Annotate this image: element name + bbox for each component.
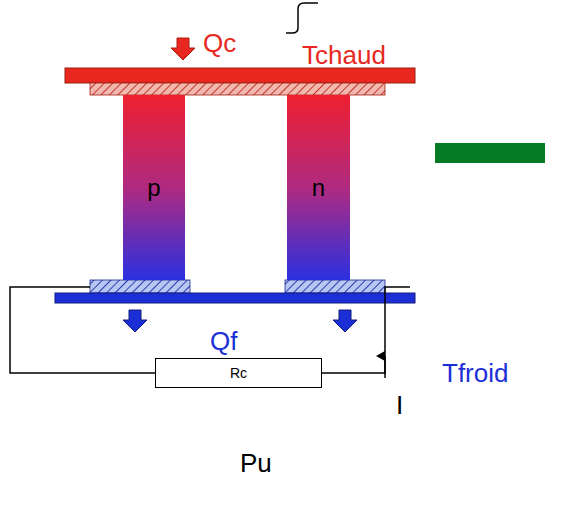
hot-plate [65,68,415,83]
wire [10,287,155,373]
heat-arrow [123,310,147,332]
power-label: Pu [240,450,272,476]
bracket [286,3,318,33]
green-bar [435,143,545,163]
node-label: n [312,176,325,200]
temperature-label: Tchaud [302,42,386,68]
hot-contact [90,83,385,95]
cold-contact [285,280,385,293]
wire [322,287,410,373]
heat-label: Qf [210,328,237,354]
current-label: I [396,392,403,418]
current-arrow [384,356,386,378]
load-resistor: Rc [155,358,322,388]
heat-label: Qc [203,30,236,56]
heat-arrow [171,38,195,60]
heat-arrow [333,310,357,332]
n-leg: n [287,95,350,280]
cold-contact [90,280,190,293]
p-leg: p [123,95,185,280]
cold-plate [55,293,415,303]
temperature-label: Tfroid [442,360,508,386]
node-label: Rc [230,366,247,380]
node-label: p [147,176,160,200]
